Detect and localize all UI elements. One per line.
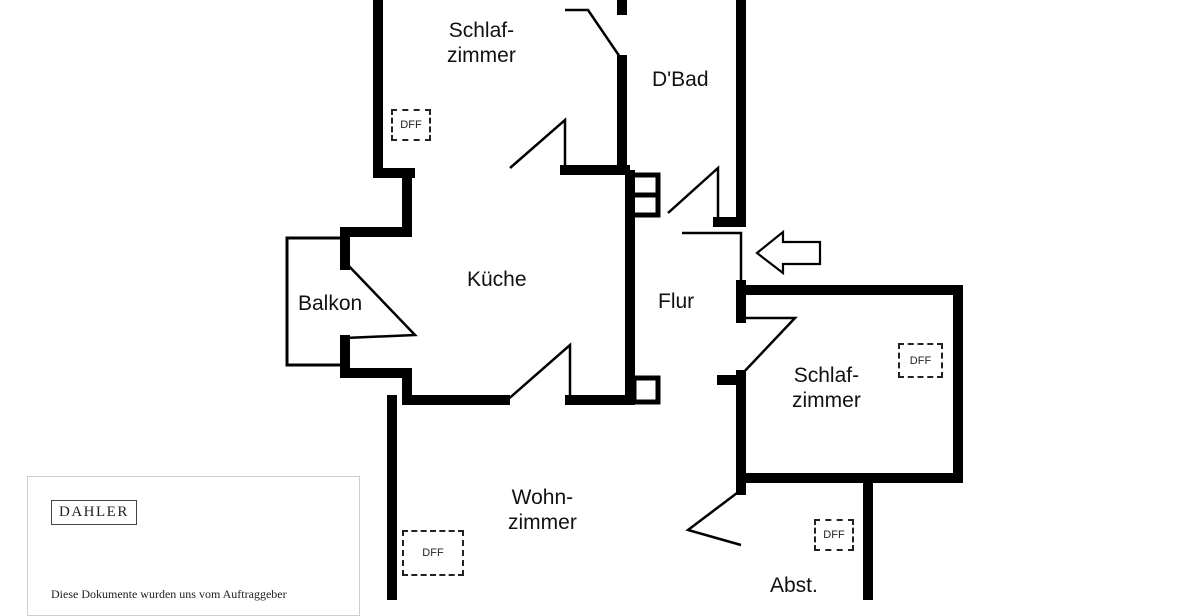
wall-kitchen-top xyxy=(340,168,412,270)
dff-marker-living-room: DFF xyxy=(402,530,464,576)
wall-bedroom-right xyxy=(736,285,963,483)
label-balcony: Balkon xyxy=(298,292,363,315)
door-entrance xyxy=(682,231,743,285)
floor-plan xyxy=(285,0,963,600)
door-storage xyxy=(685,489,742,547)
balcony-outline xyxy=(285,236,345,367)
dff-marker-bedroom-right: DFF xyxy=(898,343,943,378)
dff-marker-bedroom-top: DFF xyxy=(391,109,431,141)
label-bedroom-top: Schlaf- zimmer xyxy=(447,19,516,67)
door-bedroom-top xyxy=(565,8,624,61)
shaft-lower xyxy=(631,375,661,405)
door-bedroom-right xyxy=(740,316,798,376)
entrance-arrow-icon xyxy=(755,229,822,276)
info-box: DAHLER Diese Dokumente wurden uns vom Au… xyxy=(27,476,360,616)
label-hallway: Flur xyxy=(658,290,695,313)
walls xyxy=(340,0,963,600)
label-bathroom: D'Bad xyxy=(652,68,709,91)
disclaimer-text: Diese Dokumente wurden uns vom Auftragge… xyxy=(51,587,287,601)
door-balcony xyxy=(344,261,418,340)
label-storage: Abst. xyxy=(770,574,818,597)
door-bath xyxy=(667,165,720,220)
wall-bedroom-top xyxy=(373,0,415,178)
door-kitchen-top xyxy=(509,117,567,170)
label-living-room: Wohn- zimmer xyxy=(508,486,577,534)
door-living xyxy=(504,342,572,403)
label-bedroom-right: Schlaf- zimmer xyxy=(792,364,861,412)
wall-kitchen-left-lower xyxy=(340,335,510,405)
dahler-logo: DAHLER xyxy=(51,500,137,525)
dff-marker-storage: DFF xyxy=(814,519,854,551)
shafts xyxy=(629,172,661,405)
label-kitchen: Küche xyxy=(467,268,527,291)
wall-bath-right xyxy=(713,0,746,227)
door-swings xyxy=(344,8,798,547)
